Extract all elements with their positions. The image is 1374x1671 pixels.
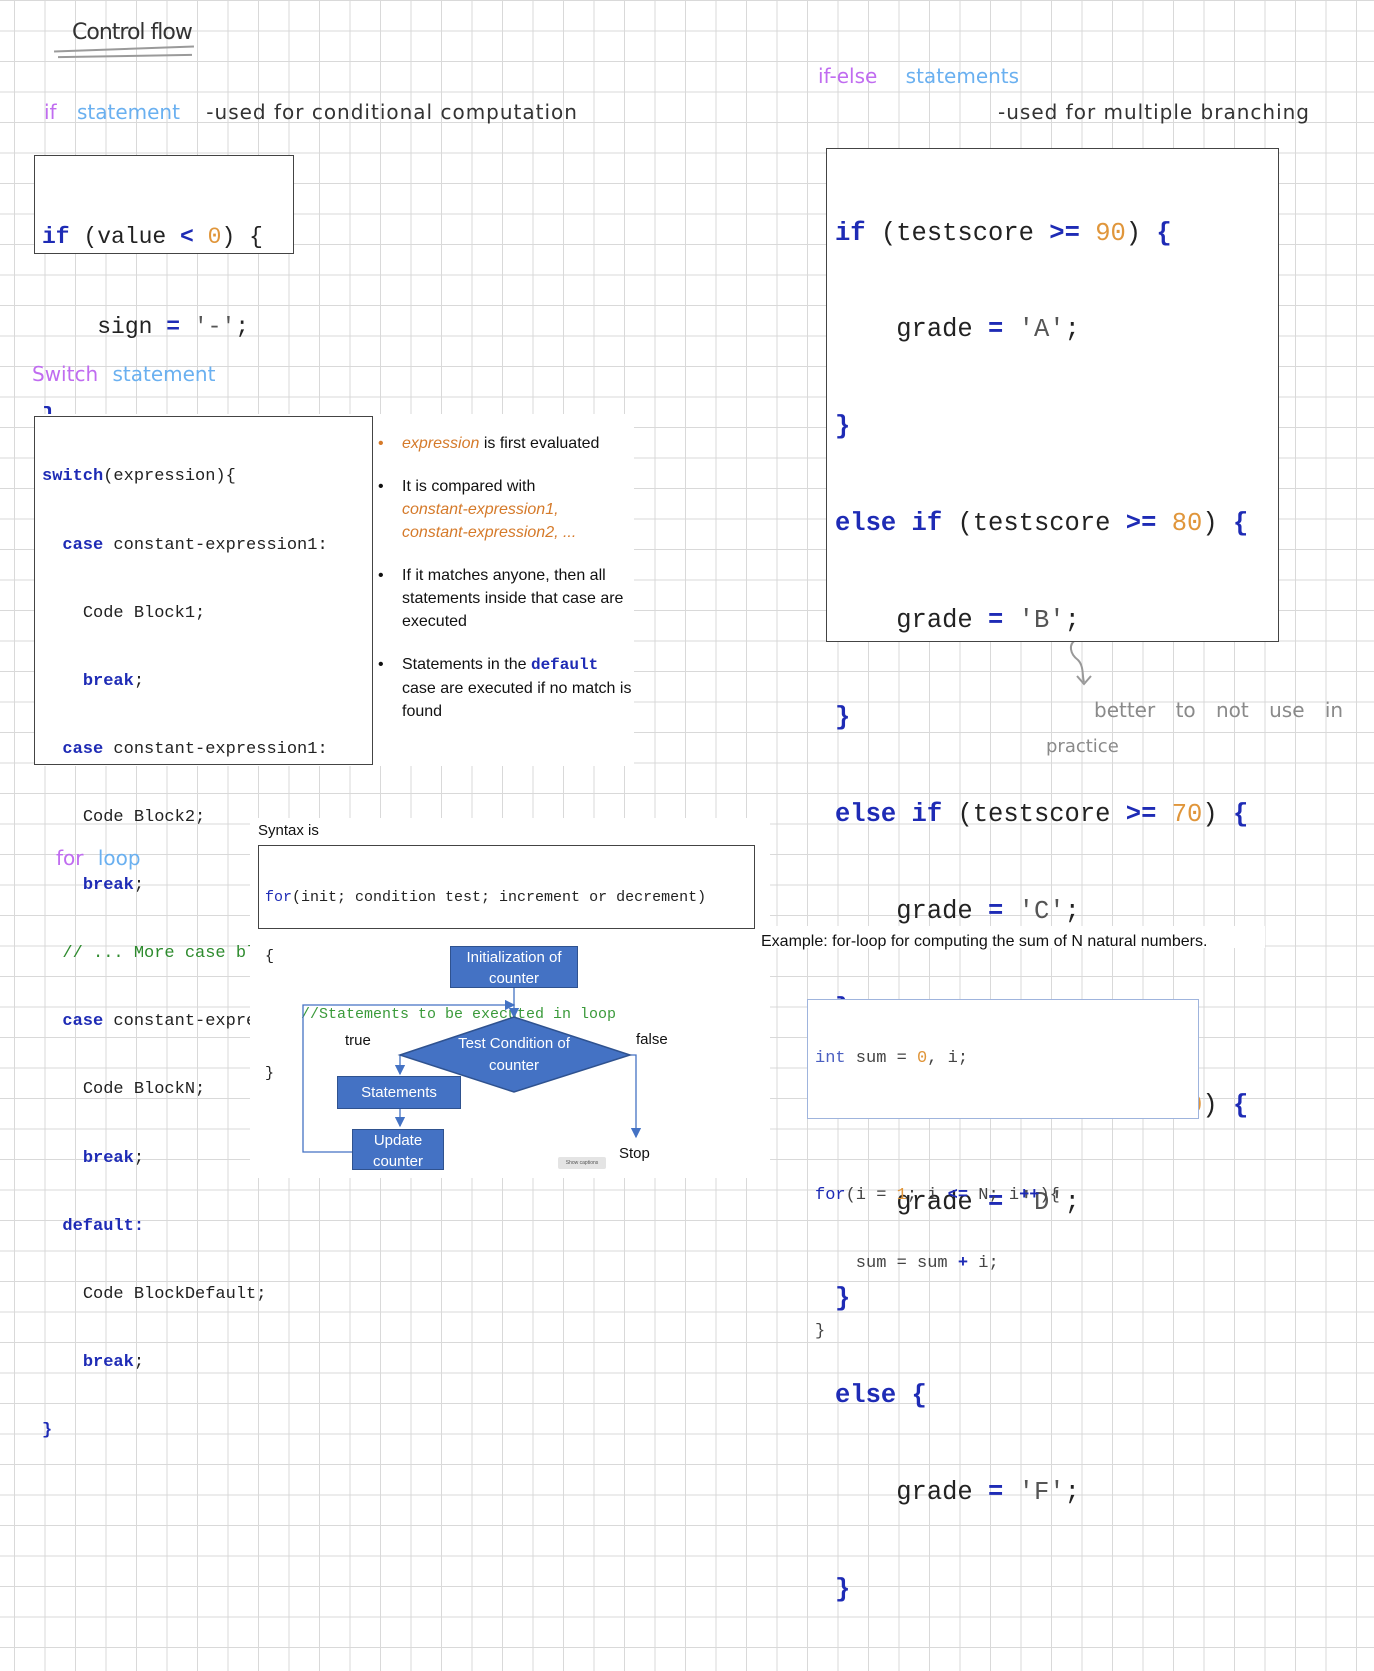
code-line: } xyxy=(835,703,851,733)
if-code-box: if (value < 0) { sign = '-'; } xyxy=(34,155,294,430)
show-captions-button[interactable]: Show captions xyxy=(558,1157,606,1169)
ifelse-code-box: if (testscore >= 90) { grade = 'A'; } el… xyxy=(826,148,1279,1604)
flowchart-diagram xyxy=(302,988,642,1153)
true-label: true xyxy=(345,1032,371,1049)
ifelse-heading: if-else statements xyxy=(818,64,1020,88)
update-counter-box: Update counter xyxy=(352,1129,444,1170)
better-note-line2: practice xyxy=(1046,736,1119,757)
code-line: int sum = 0, i; xyxy=(815,1049,969,1069)
code-line: } xyxy=(835,1575,851,1605)
code-line: Code Block2; xyxy=(82,807,206,827)
example-panel-background xyxy=(755,926,1265,948)
code-line: for(i = 1; i <= N; i++){ xyxy=(815,1185,1060,1205)
code-line: } xyxy=(265,1064,275,1082)
bullet-item: • Statements in the default case are exe… xyxy=(378,656,632,720)
code-line: if (testscore >= 90) { xyxy=(835,218,1172,248)
code-line: grade = 'B'; xyxy=(896,606,1080,636)
code-line: case constant-expression1: xyxy=(62,739,328,759)
code-line: grade = 'C'; xyxy=(896,896,1080,926)
better-note-line1: better to not use in xyxy=(1094,698,1344,722)
title-underline xyxy=(57,53,193,59)
syntax-label: Syntax is xyxy=(258,822,319,839)
init-counter-box: Initialization of counter xyxy=(450,946,578,988)
code-line: else if (testscore >= 80) { xyxy=(835,509,1249,539)
code-line: break; xyxy=(82,671,145,691)
code-line: case constant-expression1: xyxy=(62,535,328,555)
curved-arrow-icon xyxy=(1070,639,1092,686)
stop-label: Stop xyxy=(619,1145,650,1162)
code-line: grade = 'A'; xyxy=(896,315,1080,345)
example-caption: Example: for-loop for computing the sum … xyxy=(761,933,1208,950)
statements-box: Statements xyxy=(337,1076,461,1109)
code-line: break; xyxy=(82,1148,145,1168)
code-line: switch(expression){ xyxy=(42,467,236,487)
example-code-box: int sum = 0, i; for(i = 1; i <= N; i++){… xyxy=(807,999,1199,1341)
bullet-item: • It is compared with constant-expressio… xyxy=(378,478,577,541)
bullet-item: • expression is first evaluated xyxy=(378,435,600,452)
switch-heading: Switch statement xyxy=(32,362,216,386)
code-line: Code BlockDefault; xyxy=(82,1284,267,1304)
switch-code-box: switch(expression){ case constant-expres… xyxy=(34,416,373,1440)
bullet-item: • If it matches anyone, then all stateme… xyxy=(378,567,624,630)
if-statement-heading: if statement -used for conditional compu… xyxy=(44,100,578,124)
false-label: false xyxy=(636,1031,668,1048)
code-line: grade = 'F'; xyxy=(896,1478,1080,1508)
ifelse-description: -used for multiple branching xyxy=(998,100,1311,124)
code-line: Code Block1; xyxy=(82,603,206,623)
code-line: } xyxy=(42,1420,53,1440)
code-line xyxy=(815,1117,1198,1140)
page-title: Control flow xyxy=(72,20,193,45)
code-line: sum = sum + i; xyxy=(815,1253,999,1273)
code-line: Code BlockN; xyxy=(82,1080,206,1100)
code-line: default: xyxy=(62,1216,145,1236)
test-condition-label: Test Condition of counter xyxy=(458,1035,570,1074)
title-underline xyxy=(54,45,194,53)
code-line: //Statements to be executed in loop xyxy=(265,1006,617,1023)
code-line: } xyxy=(835,412,851,442)
test-condition-diamond xyxy=(397,1016,633,1093)
code-line: sign = '-'; xyxy=(42,314,250,340)
code-line: for(init; condition test; increment or d… xyxy=(265,889,707,906)
for-loop-heading: for loop xyxy=(56,846,141,870)
code-line: if (value < 0) { xyxy=(42,224,263,250)
code-line: } xyxy=(815,1321,826,1341)
code-line: break; xyxy=(82,1352,145,1372)
switch-bullets: • expression is first evaluated • It is … xyxy=(378,432,632,743)
code-line: else if (testscore >= 70) { xyxy=(835,799,1249,829)
code-line: { xyxy=(265,947,275,965)
code-line: break; xyxy=(82,876,145,896)
for-syntax-box: for(init; condition test; increment or d… xyxy=(258,845,755,1082)
